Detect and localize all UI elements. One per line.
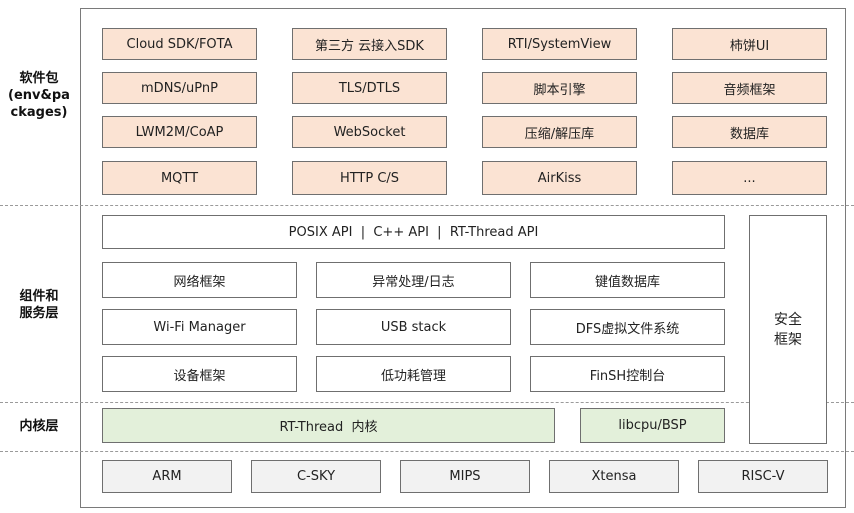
- package-script-engine: 脚本引擎: [482, 72, 637, 104]
- package-http-cs: HTTP C/S: [292, 161, 447, 195]
- component-network-framework: 网络框架: [102, 262, 297, 298]
- components-label-line-2: 服务层: [19, 306, 59, 321]
- component-exception-logging: 异常处理/日志: [316, 262, 511, 298]
- component-wifi-manager: Wi-Fi Manager: [102, 309, 297, 345]
- security-label-line-1: 安全: [774, 311, 802, 328]
- component-device-framework: 设备框架: [102, 356, 297, 392]
- package-database: 数据库: [672, 116, 827, 148]
- package-audio-framework: 音频框架: [672, 72, 827, 104]
- arch-csky: C-SKY: [251, 460, 381, 493]
- package-rti-systemview: RTI/SystemView: [482, 28, 637, 60]
- packages-label-line-2: (env&pa: [8, 88, 70, 103]
- packages-label-line-3: ckages): [10, 105, 68, 120]
- arch-mips: MIPS: [400, 460, 530, 493]
- component-dfs: DFS虚拟文件系统: [530, 309, 725, 345]
- package-more: ...: [672, 161, 827, 195]
- package-third-party-cloud-sdk: 第三方 云接入SDK: [292, 28, 447, 60]
- kernel-layer-label: 内核层: [19, 419, 59, 434]
- package-compression-library: 压缩/解压库: [482, 116, 637, 148]
- separator-packages: [0, 205, 854, 206]
- package-tls-dtls: TLS/DTLS: [292, 72, 447, 104]
- arch-riscv: RISC-V: [698, 460, 828, 493]
- component-kv-database: 键值数据库: [530, 262, 725, 298]
- package-websocket: WebSocket: [292, 116, 447, 148]
- package-airkiss: AirKiss: [482, 161, 637, 195]
- diagram-frame: [80, 8, 846, 508]
- component-finsh-console: FinSH控制台: [530, 356, 725, 392]
- components-layer-label: 组件和 服务层: [0, 288, 78, 322]
- component-power-management: 低功耗管理: [316, 356, 511, 392]
- packages-layer-label: 软件包 (env&pa ckages): [0, 70, 78, 121]
- security-label-line-2: 框架: [774, 331, 802, 348]
- package-cloud-sdk-fota: Cloud SDK/FOTA: [102, 28, 257, 60]
- arch-arm: ARM: [102, 460, 232, 493]
- separator-components: [0, 402, 854, 403]
- package-mqtt: MQTT: [102, 161, 257, 195]
- separator-kernel: [0, 451, 854, 452]
- api-bar: POSIX API | C++ API | RT-Thread API: [102, 215, 725, 249]
- components-label-line-1: 组件和: [19, 289, 59, 304]
- package-lwm2m-coap: LWM2M/CoAP: [102, 116, 257, 148]
- security-framework: 安全 框架: [749, 215, 827, 444]
- kernel-core: RT-Thread 内核: [102, 408, 555, 443]
- package-persimmon-ui: 柿饼UI: [672, 28, 827, 60]
- packages-label-line-1: 软件包: [19, 71, 59, 86]
- package-mdns-upnp: mDNS/uPnP: [102, 72, 257, 104]
- kernel-bsp: libcpu/BSP: [580, 408, 725, 443]
- component-usb-stack: USB stack: [316, 309, 511, 345]
- arch-xtensa: Xtensa: [549, 460, 679, 493]
